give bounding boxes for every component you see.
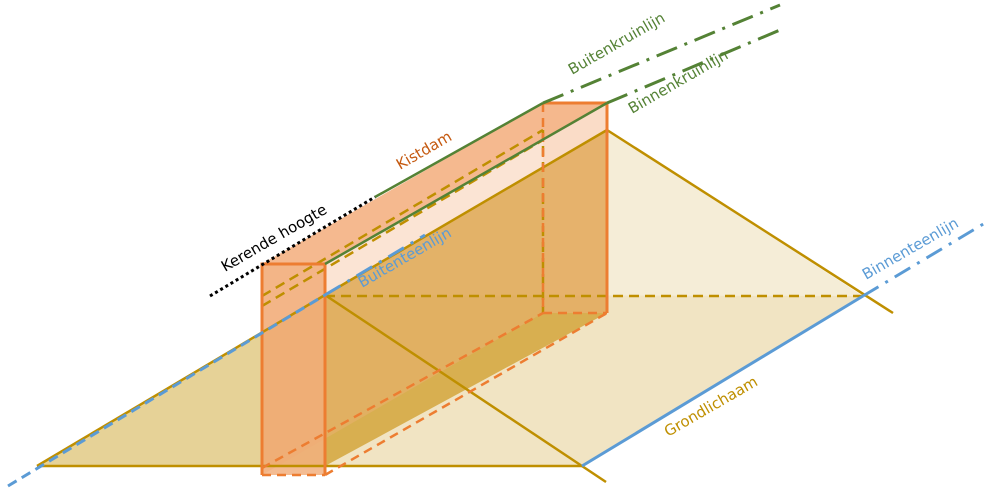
grondlichaam-edge <box>581 294 864 468</box>
buitenkruinlijn <box>374 101 544 199</box>
outer-slope-line <box>36 293 326 468</box>
inner-slope-near-line <box>324 293 607 484</box>
kerende-hoogte-line <box>209 195 376 298</box>
kistdam-top <box>262 103 607 264</box>
label-binnenteenlijn: Binnenteenlijn <box>859 214 962 284</box>
kistdam-bottom-edge-2 <box>324 311 608 477</box>
label-binnenkruinlijn: Binnenkruinlijn <box>625 46 731 118</box>
hidden-crest-line-2 <box>261 138 544 308</box>
kistdam-far-block <box>543 103 607 313</box>
kistdam-body <box>262 103 543 475</box>
binnenkruinlijn-extension <box>606 28 781 105</box>
binnenkruinlijn <box>324 101 608 266</box>
hidden-crest-line <box>261 128 544 298</box>
near-block-outline <box>260 262 327 475</box>
inner-slope-far-line <box>606 128 894 315</box>
kistdam-bottom-edge-1 <box>261 311 544 470</box>
buitenkruinlijn-extension <box>542 3 781 105</box>
kistdam-near-block <box>262 264 325 475</box>
dike-body <box>325 130 607 466</box>
buitenteenlijn-dashed <box>7 293 326 488</box>
label-buitenkruinlijn: Buitenkruinlijn <box>565 9 668 79</box>
binnenteenlijn <box>862 218 991 298</box>
